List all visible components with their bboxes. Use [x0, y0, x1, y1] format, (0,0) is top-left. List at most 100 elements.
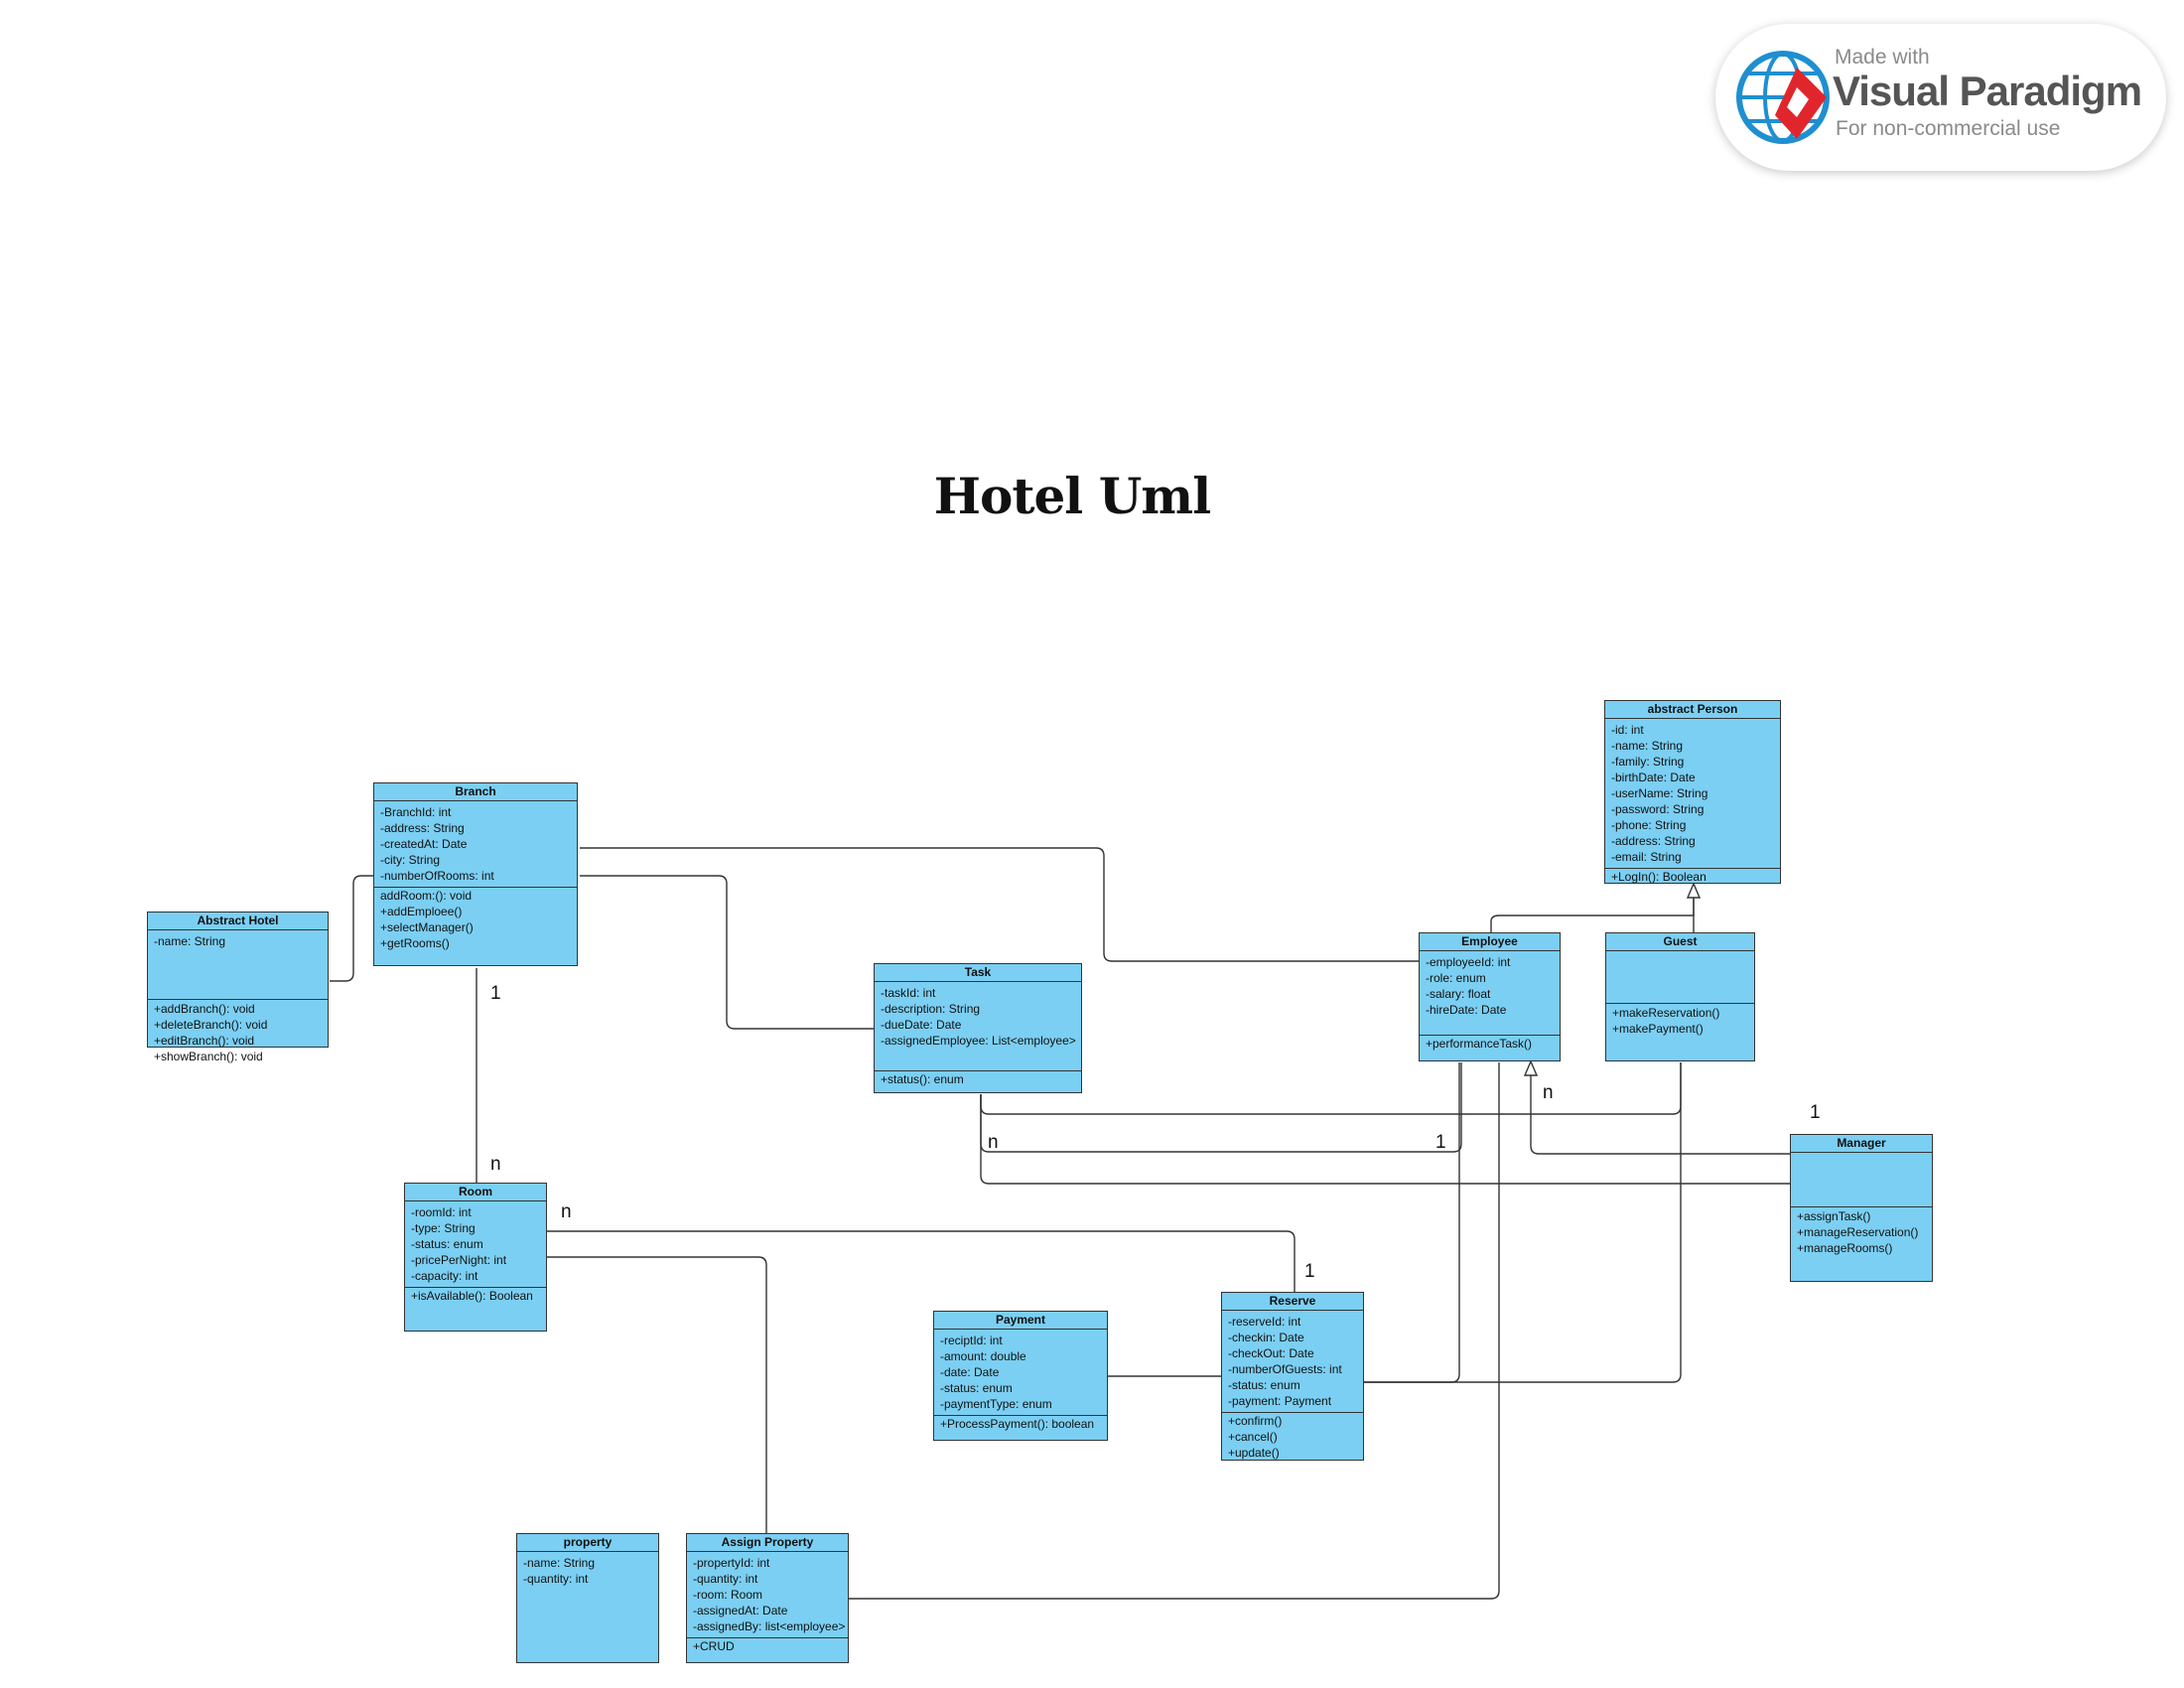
method: +assignTask() [1797, 1209, 1871, 1223]
class-property[interactable]: property -name: String -quantity: int [516, 1533, 659, 1663]
class-employee[interactable]: Employee -employeeId: int -role: enum -s… [1419, 932, 1561, 1061]
class-name: Task [875, 964, 1081, 982]
multiplicity-label: n [988, 1132, 999, 1153]
attributes-section: -employeeId: int -role: enum -salary: fl… [1420, 951, 1560, 1035]
attribute: -assignedEmployee: List<employee> [881, 1034, 1076, 1048]
attribute: -numberOfRooms: int [380, 869, 494, 883]
class-guest[interactable]: Guest +makeReservation() +makePayment() [1605, 932, 1755, 1061]
diagram-title: Hotel Uml [933, 467, 1211, 525]
attribute: -name: String [154, 934, 226, 948]
class-name: Branch [374, 783, 577, 801]
globe-logo-icon [1736, 51, 1830, 144]
attribute: -address: String [1611, 834, 1696, 848]
attribute: -capacity: int [411, 1269, 478, 1283]
method: +update() [1228, 1446, 1280, 1460]
attribute: -hireDate: Date [1426, 1003, 1507, 1017]
attribute: -password: String [1611, 802, 1705, 816]
attribute: -address: String [380, 821, 465, 835]
attribute: -id: int [1611, 723, 1644, 737]
multiplicity-label: 1 [1304, 1261, 1315, 1282]
attribute: -name: String [523, 1556, 596, 1570]
attributes-section: -name: String [148, 930, 328, 999]
attribute: -status: enum [411, 1237, 483, 1251]
class-abstract-person[interactable]: abstract Person -id: int -name: String -… [1604, 700, 1781, 884]
method: +CRUD [693, 1639, 735, 1653]
visual-paradigm-watermark: Made with Visual Paradigm For non-commer… [1715, 24, 2166, 171]
attributes-section: -reciptId: int -amount: double -date: Da… [934, 1330, 1107, 1415]
attribute: -salary: float [1426, 987, 1491, 1001]
attribute: -numberOfGuests: int [1228, 1362, 1342, 1376]
multiplicity-label: 1 [1435, 1132, 1446, 1153]
method: +manageReservation() [1797, 1225, 1919, 1239]
class-task[interactable]: Task -taskId: int -description: String -… [874, 963, 1082, 1093]
multiplicity-label: n [561, 1201, 572, 1222]
method: +LogIn(): Boolean [1611, 870, 1706, 884]
attribute: -pricePerNight: int [411, 1253, 507, 1267]
attribute: -reciptId: int [940, 1334, 1003, 1347]
method: +editBranch(): void [154, 1034, 255, 1048]
method: +confirm() [1228, 1414, 1283, 1428]
attribute: -city: String [380, 853, 441, 867]
attributes-section: -roomId: int -type: String -status: enum… [405, 1201, 546, 1287]
class-name: Guest [1606, 933, 1754, 951]
methods-section: +status(): enum [875, 1070, 1081, 1089]
attribute: -quantity: int [693, 1572, 758, 1586]
class-manager[interactable]: Manager +assignTask() +manageReservation… [1790, 1134, 1933, 1282]
connector-reserve-employee [1364, 1062, 1460, 1383]
watermark-brand: Visual Paradigm [1833, 68, 2142, 114]
attribute: -BranchId: int [380, 805, 452, 819]
connector-employee-person [1490, 898, 1695, 933]
methods-section: addRoom:(): void +addEmploee() +selectMa… [374, 887, 577, 953]
class-room[interactable]: Room -roomId: int -type: String -status:… [404, 1183, 547, 1332]
method: +cancel() [1228, 1430, 1278, 1444]
attribute: -checkin: Date [1228, 1331, 1304, 1344]
method: +addEmploee() [380, 905, 463, 918]
attribute: -taskId: int [881, 986, 936, 1000]
class-abstract-hotel[interactable]: Abstract Hotel -name: String +addBranch(… [147, 912, 329, 1063]
attributes-section [1606, 951, 1754, 1003]
class-branch[interactable]: Branch -BranchId: int -address: String -… [373, 782, 578, 966]
attribute: -employeeId: int [1426, 955, 1511, 969]
attribute: -date: Date [940, 1365, 1000, 1379]
class-payment[interactable]: Payment -reciptId: int -amount: double -… [933, 1311, 1108, 1441]
attributes-section [1791, 1153, 1932, 1206]
class-name: Reserve [1222, 1293, 1363, 1311]
multiplicity-label: n [1543, 1082, 1554, 1103]
method: addRoom:(): void [380, 889, 473, 903]
method: +performanceTask() [1426, 1037, 1533, 1051]
attribute: -dueDate: Date [881, 1018, 962, 1032]
connector-room-reserve [547, 1230, 1296, 1293]
watermark-made-with: Made with [1835, 46, 1930, 69]
attribute: -assignedBy: list<employee> [693, 1619, 846, 1633]
connector-room-assignprop [547, 1256, 767, 1535]
inheritance-arrowhead-employee [1523, 1059, 1539, 1076]
class-name: Room [405, 1184, 546, 1201]
connector-manager-employee [1530, 1075, 1791, 1155]
class-name: property [517, 1534, 658, 1552]
method: +isAvailable(): Boolean [411, 1289, 533, 1303]
methods-section: +CRUD [687, 1637, 848, 1656]
attribute: -checkOut: Date [1228, 1346, 1314, 1360]
method: +ProcessPayment(): boolean [940, 1417, 1095, 1431]
attribute: -propertyId: int [693, 1556, 770, 1570]
connector-branch-employee [580, 847, 1421, 962]
attributes-section: -taskId: int -description: String -dueDa… [875, 982, 1081, 1070]
class-name: Employee [1420, 933, 1560, 951]
class-assign-property[interactable]: Assign Property -propertyId: int -quanti… [686, 1533, 849, 1663]
class-reserve[interactable]: Reserve -reserveId: int -checkin: Date -… [1221, 1292, 1364, 1461]
method: +status(): enum [881, 1072, 964, 1086]
connector-hotel-branch [330, 875, 375, 982]
methods-section: +LogIn(): Boolean [1605, 868, 1780, 887]
class-name: abstract Person [1605, 701, 1780, 719]
attribute: -amount: double [940, 1349, 1026, 1363]
attribute: -reserveId: int [1228, 1315, 1301, 1329]
method: +addBranch(): void [154, 1002, 255, 1016]
attributes-section: -reserveId: int -checkin: Date -checkOut… [1222, 1311, 1363, 1412]
class-name: Abstract Hotel [148, 913, 328, 930]
attribute: -status: enum [940, 1381, 1013, 1395]
method: +deleteBranch(): void [154, 1018, 268, 1032]
method: +showBranch(): void [154, 1050, 263, 1063]
methods-section: +makeReservation() +makePayment() [1606, 1003, 1754, 1039]
connector-branch-task [580, 875, 876, 1030]
